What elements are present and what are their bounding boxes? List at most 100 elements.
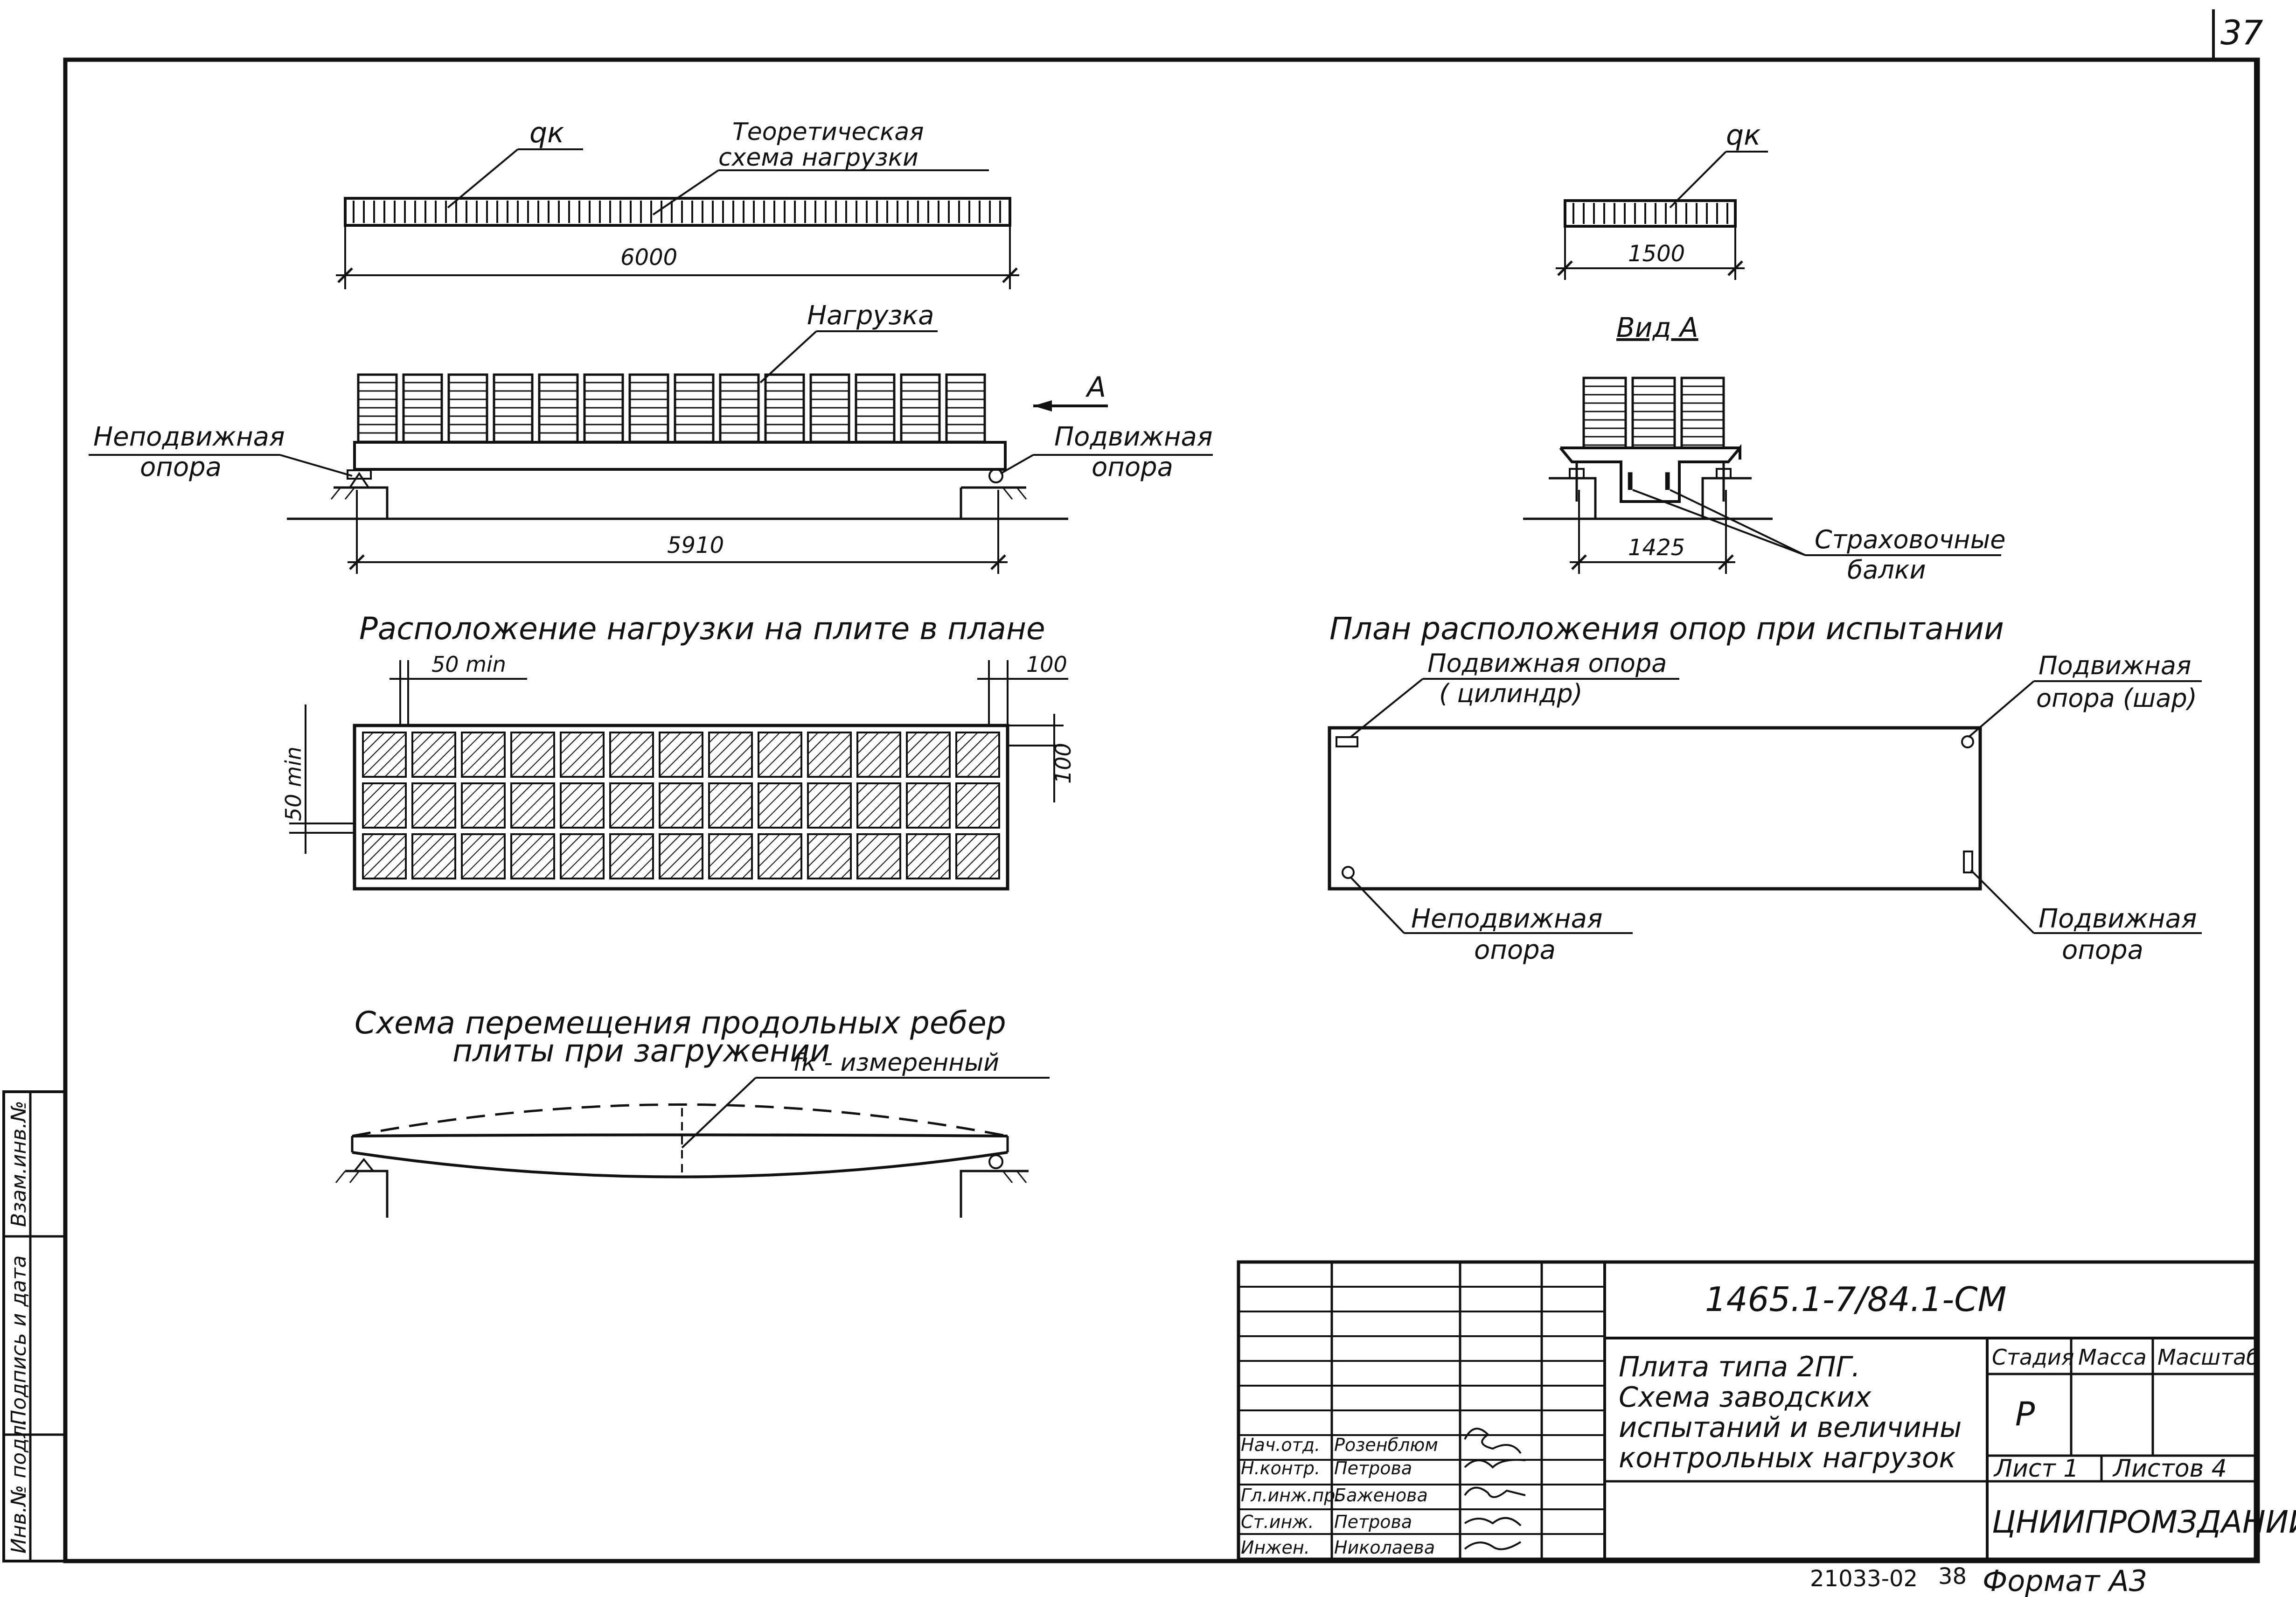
cell-hatch	[670, 846, 703, 879]
cell-hatch	[807, 732, 830, 754]
cell-hatch	[373, 846, 406, 879]
stamp-replace-inv: Взам.инв.№	[7, 1101, 31, 1227]
cell-hatch	[928, 755, 950, 777]
cell-hatch	[780, 755, 802, 777]
cell-hatch	[423, 744, 456, 777]
cell-hatch	[373, 795, 406, 828]
theory-label-2: схема нагрузки	[718, 144, 918, 172]
cell-hatch	[472, 795, 505, 828]
cell-hatch	[511, 732, 533, 754]
cell-hatch	[841, 817, 851, 828]
cell-hatch	[857, 834, 891, 867]
cell-hatch	[939, 767, 950, 777]
cell-hatch	[709, 732, 742, 766]
role-5: Инжен.	[1241, 1537, 1310, 1558]
cell-hatch	[857, 834, 868, 845]
cell-hatch	[620, 744, 654, 777]
cell-hatch	[906, 835, 950, 879]
format-label: Формат А3	[1983, 1564, 2147, 1597]
cell-hatch	[659, 783, 693, 816]
cell-hatch	[868, 846, 901, 879]
cell-hatch	[956, 732, 989, 766]
cell-hatch	[928, 857, 950, 879]
cell-hatch	[906, 834, 940, 867]
cell-hatch	[620, 795, 654, 828]
cell-hatch	[906, 783, 929, 805]
cell-hatch	[461, 784, 505, 828]
cell-hatch	[412, 732, 445, 766]
cell-hatch	[412, 835, 456, 879]
cell-hatch	[890, 817, 901, 828]
cell-hatch	[373, 744, 406, 777]
load-label: Нагрузка	[807, 300, 934, 331]
cell-hatch	[956, 835, 1000, 879]
cell-hatch	[791, 868, 802, 879]
cell-hatch	[511, 834, 533, 856]
cell-hatch	[906, 784, 950, 828]
cell-hatch	[769, 744, 802, 777]
cell-hatch	[396, 817, 406, 828]
cell-hatch	[791, 817, 802, 828]
cell-hatch	[989, 767, 1000, 777]
cell-hatch	[906, 783, 940, 816]
cell-hatch	[890, 767, 901, 777]
cell-hatch	[956, 783, 989, 816]
support-bl-label-2: опора	[1474, 935, 1556, 965]
cell-hatch	[818, 744, 851, 777]
cell-hatch	[412, 783, 423, 794]
cell-hatch	[412, 732, 423, 743]
deflection-title-2: плиты при загружении	[452, 1033, 830, 1069]
cell-hatch	[709, 732, 720, 743]
cell-hatch	[412, 834, 434, 856]
cell-hatch	[461, 834, 495, 867]
cell-hatch	[544, 767, 555, 777]
cell-hatch	[384, 755, 406, 777]
cell-hatch	[758, 784, 802, 828]
cell-hatch	[571, 744, 604, 777]
cell-hatch	[610, 732, 632, 754]
cell-hatch	[807, 732, 819, 743]
cell-hatch	[709, 783, 731, 805]
cell-hatch	[412, 834, 423, 845]
cell-hatch	[829, 806, 851, 828]
cell-hatch	[412, 733, 456, 777]
cell-hatch	[610, 732, 643, 766]
cell-hatch	[709, 784, 752, 828]
cell-hatch	[412, 783, 445, 816]
cell-hatch	[978, 806, 1000, 828]
cell-hatch	[758, 834, 792, 867]
archive-page: 38	[1938, 1563, 1967, 1590]
cell-hatch	[709, 834, 731, 856]
beam-icon-1: I	[1626, 468, 1635, 496]
cell-hatch	[511, 732, 522, 743]
cell-hatch	[857, 783, 868, 794]
footer: 21033-02 38 Формат А3	[1810, 1563, 2147, 1597]
cell-hatch	[709, 783, 742, 816]
cell-hatch	[967, 795, 1000, 828]
end-load-scheme: qк 1500	[1556, 119, 1768, 280]
cell-hatch	[620, 846, 654, 879]
cell-hatch	[807, 783, 819, 794]
cell-hatch	[692, 817, 703, 828]
cell-hatch	[807, 834, 830, 856]
cell-hatch	[841, 767, 851, 777]
sheet-number: 37	[2220, 13, 2263, 52]
cell-hatch	[758, 732, 769, 743]
movable-support-label-2: опора	[1092, 452, 1173, 482]
cell-hatch	[857, 733, 901, 777]
cell-hatch	[434, 806, 456, 828]
cell-hatch	[362, 732, 385, 754]
cell-hatch	[434, 755, 456, 777]
cell-hatch	[560, 783, 571, 794]
cell-hatch	[593, 767, 604, 777]
cell-hatch	[610, 784, 654, 828]
cell-hatch	[560, 733, 604, 777]
fixed-support-label-2: опора	[140, 452, 222, 482]
role-1: Нач.отд.	[1241, 1435, 1320, 1455]
cell-hatch	[742, 868, 752, 879]
cell-hatch	[362, 835, 406, 879]
cell-hatch	[879, 755, 901, 777]
cell-hatch	[659, 732, 693, 766]
gap-top-label: 50 min	[431, 652, 506, 677]
cell-hatch	[412, 783, 434, 805]
